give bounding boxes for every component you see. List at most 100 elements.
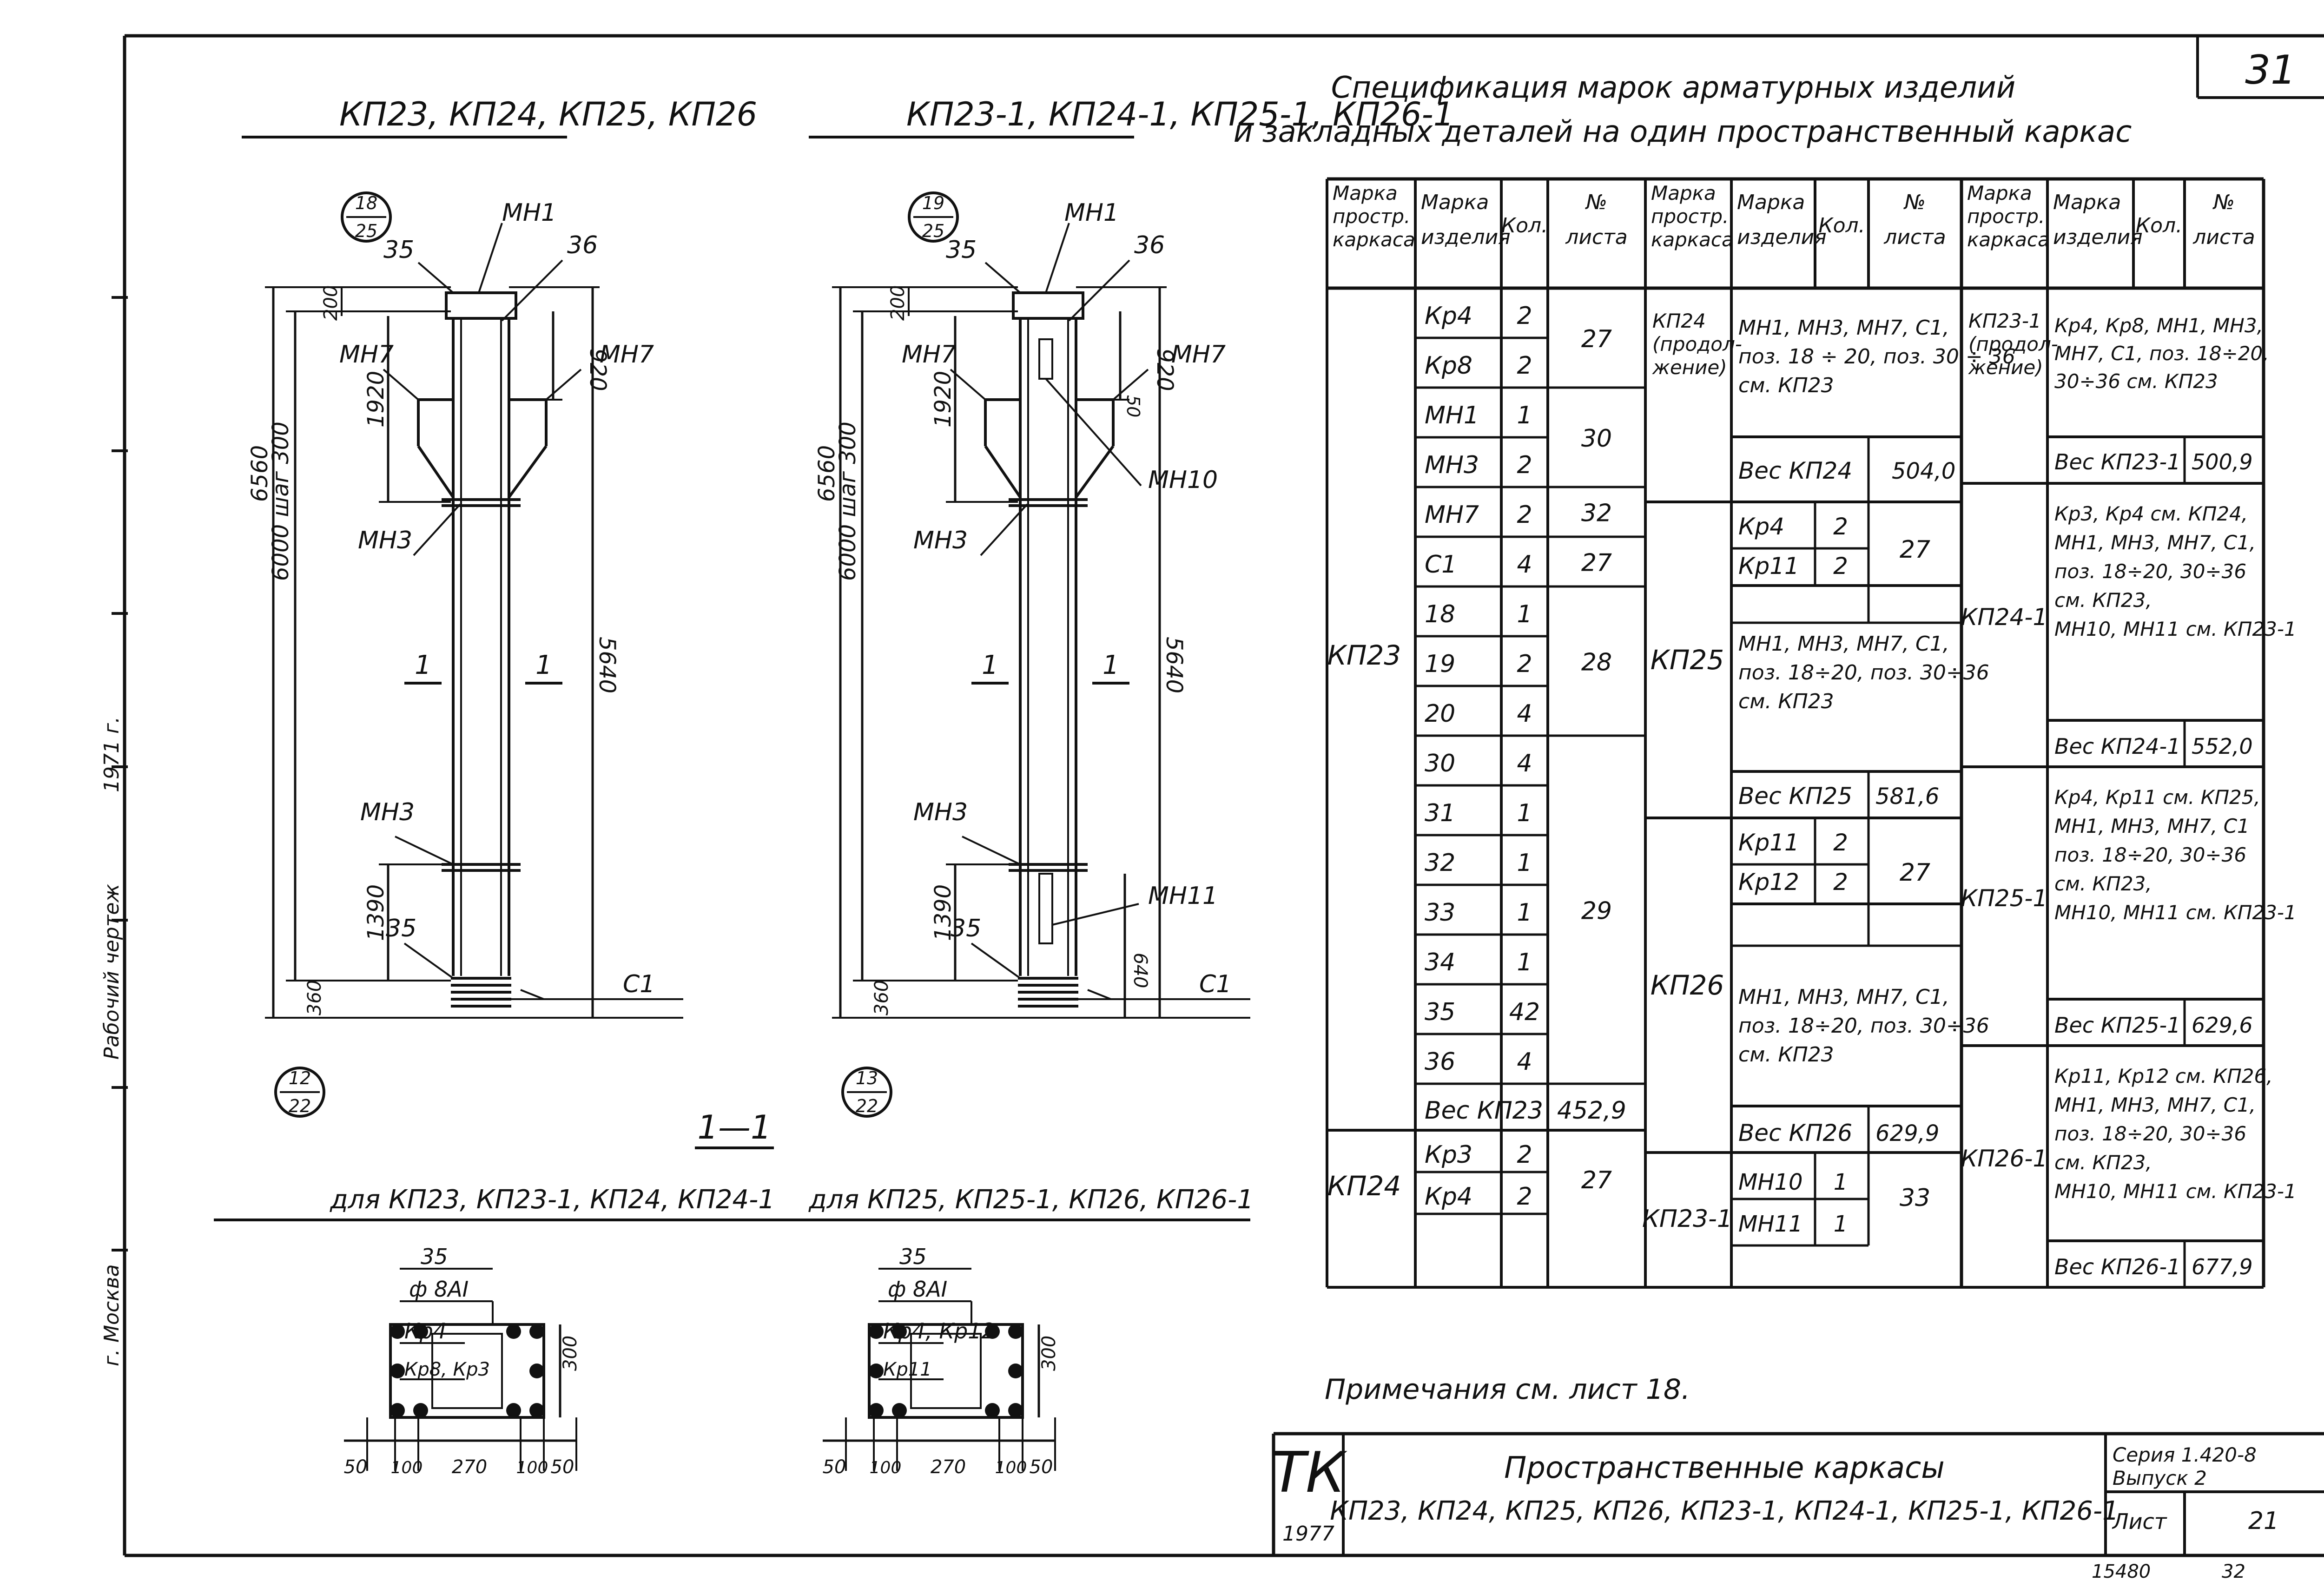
cell: 33 (1425, 899, 1455, 927)
cell: 18 (1425, 600, 1455, 628)
cell: Кр8 (1425, 352, 1472, 380)
cell-note: МН1, МН3, МН7, С1 (2054, 815, 2250, 837)
section-dim: 300 (1038, 1336, 1060, 1371)
section-dim: 100 (516, 1458, 548, 1477)
line-57 (383, 369, 419, 401)
cell: 4 (1517, 551, 1532, 579)
side-label: Рабочий чертеж (100, 884, 124, 1060)
cell: 35 (1425, 998, 1455, 1026)
line-115 (971, 942, 1021, 979)
cell: 1 (1834, 1211, 1848, 1237)
rebar-dot (390, 1364, 405, 1378)
line-25 (417, 445, 455, 498)
cell-note: см. КП23, (2054, 589, 2152, 612)
line-113 (980, 503, 1028, 556)
dim-top: 200 (887, 285, 909, 321)
rect-141 (910, 1333, 982, 1409)
dim-top: 200 (320, 285, 342, 321)
callout-bottom-den: 22 (856, 1096, 878, 1116)
sheet-number: 31 (2245, 47, 2296, 93)
cell-cont: КП23-1 (1968, 310, 2041, 332)
cell-weight: 552,0 (2192, 734, 2253, 759)
cell-weight-label: Вес КП24-1 (2054, 734, 2180, 759)
th: простр. (1651, 205, 1729, 228)
line-77 (984, 445, 1022, 498)
cell: 2 (1517, 1183, 1532, 1211)
cell: 2 (1517, 352, 1532, 380)
cell-note: МН1, МН3, МН7, С1, (2054, 531, 2256, 554)
th: Марка (1651, 182, 1716, 204)
line-109 (1045, 223, 1070, 293)
cell: 2 (1833, 829, 1848, 856)
frame-label: 36 (567, 231, 598, 259)
frame-label: 35 (946, 236, 977, 264)
line-63 (520, 989, 544, 1000)
dim-base: 360 (871, 980, 892, 1015)
dim-bracket: 1920 (363, 371, 389, 428)
cell-note: поз. 18÷20, 30÷36 (2054, 843, 2246, 866)
cell-kp231: КП23-1 (1642, 1205, 1732, 1233)
th: Кол. (1818, 214, 1865, 237)
notes: Примечания см. лист 18. (1325, 1373, 1690, 1406)
cell-sheet: 27 (1581, 325, 1612, 353)
section-dim: 270 (452, 1456, 487, 1478)
frame-label: МН3 (913, 798, 968, 826)
cell-note: 30÷36 см. КП23 (2054, 370, 2218, 393)
rebar-dot (1008, 1324, 1023, 1339)
frame-label: С1 (1199, 970, 1231, 998)
cell-kp: КП24-1 (1961, 604, 2048, 631)
callout-top-circle (908, 191, 959, 243)
frame-label: МН1 (502, 199, 556, 227)
rebar-dot (413, 1403, 428, 1418)
frame-label: МН11 (1148, 882, 1218, 910)
rect-125 (431, 1333, 503, 1409)
cell-sheet: 27 (1581, 549, 1612, 577)
section-dim: 100 (870, 1458, 902, 1477)
footer-code: 15480 (2092, 1561, 2151, 1581)
section-title: 1—1 (697, 1108, 771, 1146)
dim-right-top: 920 (1152, 349, 1178, 391)
section-label: Кр11 (883, 1359, 932, 1380)
cell-weight: 629,9 (1875, 1120, 1939, 1146)
stamp-year: 1977 (1282, 1522, 1334, 1546)
cell-sheet: 27 (1581, 1166, 1612, 1194)
line-26 (508, 445, 548, 498)
cell: МН11 (1738, 1211, 1803, 1237)
cell: 20 (1425, 700, 1455, 728)
cell: 4 (1517, 700, 1532, 728)
cell: Кр11 (1738, 829, 1799, 856)
cell-note: Кр3, Кр4 см. КП24, (2054, 502, 2248, 525)
cell-weight-label: Вес КП26-1 (2054, 1254, 2180, 1279)
side-year: 1971 г. (100, 717, 124, 792)
section-label: Кр4, Кр12 (883, 1318, 995, 1344)
cell-note: см. КП23, (2054, 1151, 2152, 1174)
section-dim: 50 (823, 1456, 846, 1478)
cell-note: см. КП23 (1738, 1043, 1834, 1067)
line-114 (962, 836, 1021, 865)
th: каркаса (1333, 228, 1415, 251)
stamp-subtitle: КП23, КП24, КП25, КП26, КП23-1, КП24-1, … (1330, 1496, 2119, 1526)
cell-note: Кр4, Кр8, МН1, МН3, (2054, 314, 2263, 337)
frame-label: 35 (951, 915, 981, 942)
th: № (2212, 191, 2235, 214)
cell: 2 (1833, 869, 1848, 896)
cell: 2 (1517, 302, 1532, 330)
cell-weight-label: Вес КП23 (1425, 1097, 1543, 1125)
rebar-dot (1008, 1403, 1023, 1418)
frame-label: 36 (1134, 231, 1165, 259)
cell-note: см. КП23, (2054, 872, 2152, 895)
cell-weight-label: Вес КП26 (1738, 1120, 1852, 1146)
rebar-dot (529, 1403, 544, 1418)
dim-step: 6000 шаг 300 (835, 422, 861, 581)
cell: 2 (1517, 1141, 1532, 1169)
cell-sheet: 33 (1900, 1184, 1930, 1212)
cell-kp: КП26-1 (1961, 1145, 2048, 1172)
th: № (1903, 191, 1926, 214)
frame-title: КП23-1, КП24-1, КП25-1, КП26-1 (906, 95, 1454, 133)
section-dim: 100 (995, 1458, 1027, 1477)
th: № (1585, 191, 1607, 214)
cell-sheet: 30 (1581, 425, 1612, 453)
th: Марка (1421, 191, 1489, 214)
frame-label: С1 (623, 970, 655, 998)
